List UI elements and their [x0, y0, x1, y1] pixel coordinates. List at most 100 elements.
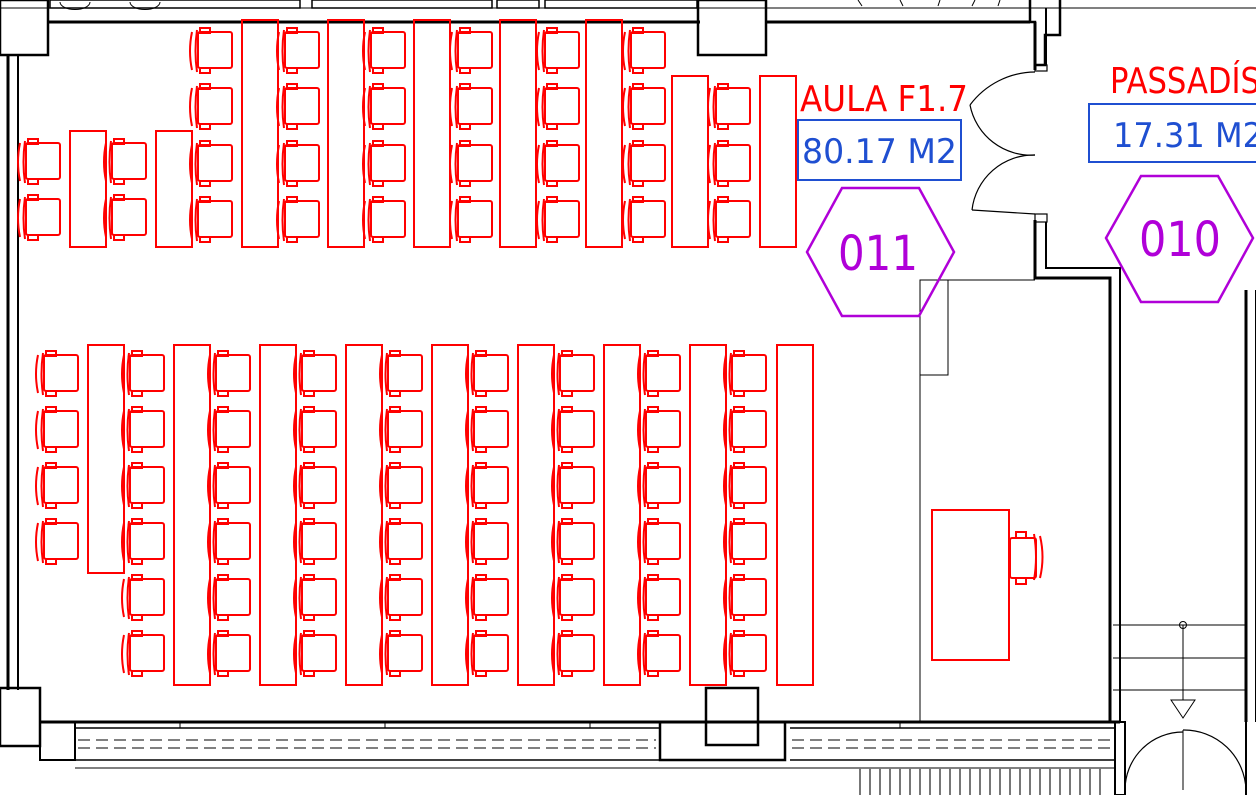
- chair-back-inner: [384, 632, 388, 676]
- chair-arm: [632, 67, 644, 74]
- chair-back: [379, 354, 383, 394]
- chair-back-inner: [298, 408, 302, 452]
- chair-back: [449, 200, 453, 240]
- chair-arm: [733, 502, 745, 509]
- chair-back: [293, 410, 297, 450]
- chair-arm: [561, 462, 573, 469]
- chair-seat: [301, 354, 337, 392]
- chair-back: [723, 522, 727, 562]
- chair-arm: [286, 83, 298, 90]
- chair-arm: [475, 446, 487, 453]
- chair-arm: [286, 236, 298, 243]
- chair-back-inner: [212, 352, 216, 396]
- chair-back-inner: [367, 85, 371, 129]
- chair-arm: [475, 670, 487, 677]
- chair-arm: [717, 236, 729, 243]
- chair-arm: [286, 67, 298, 74]
- chair-seat: [630, 200, 666, 238]
- chair-back-inner: [384, 576, 388, 620]
- chair-arm: [733, 574, 745, 581]
- chair-seat: [544, 87, 580, 125]
- chair-arm: [632, 123, 644, 130]
- chair: [637, 574, 681, 621]
- chair-back-inner: [728, 576, 732, 620]
- chair-arm: [561, 670, 573, 677]
- chair: [622, 83, 666, 130]
- chair-seat: [387, 522, 423, 560]
- chair-back: [35, 410, 39, 450]
- chair-arm: [717, 123, 729, 130]
- chair-arm: [199, 27, 211, 34]
- chair: [207, 350, 251, 397]
- chair-back-inner: [298, 576, 302, 620]
- chair-back: [17, 198, 21, 238]
- chair: [121, 574, 165, 621]
- chair-seat: [215, 354, 251, 392]
- chair-back: [707, 200, 711, 240]
- chair-back-inner: [627, 85, 631, 129]
- chair: [17, 138, 61, 185]
- chair-arm: [372, 196, 384, 203]
- chair-back: [536, 144, 540, 184]
- chair-back-inner: [40, 520, 44, 564]
- chair-seat: [645, 466, 681, 504]
- chair-back: [622, 87, 626, 127]
- chair-back: [723, 578, 727, 618]
- chair-back: [536, 87, 540, 127]
- chair-back-inner: [22, 196, 26, 240]
- chair-back-inner: [642, 408, 646, 452]
- chair-back-inner: [108, 196, 112, 240]
- chair: [465, 406, 509, 453]
- chair-seat: [473, 410, 509, 448]
- chair: [551, 462, 595, 509]
- chair-seat: [129, 466, 165, 504]
- chair-seat: [215, 466, 251, 504]
- chair-back-inner: [642, 464, 646, 508]
- chair-arm: [647, 462, 659, 469]
- teacher-desk: [931, 509, 1010, 661]
- chair-back-inner: [212, 464, 216, 508]
- chair-back: [622, 144, 626, 184]
- chair-back: [536, 200, 540, 240]
- chair-back-inner: [470, 408, 474, 452]
- chair-seat: [301, 466, 337, 504]
- chair-seat: [284, 200, 320, 238]
- chair-back-inner: [470, 352, 474, 396]
- chair-seat: [284, 31, 320, 69]
- chair-back-inner: [298, 464, 302, 508]
- chair-back: [207, 410, 211, 450]
- chair-arm: [45, 350, 57, 357]
- chair: [449, 83, 493, 130]
- chair-back-inner: [556, 632, 560, 676]
- chair-seat: [559, 578, 595, 616]
- chair-arm: [199, 140, 211, 147]
- chair: [707, 83, 751, 130]
- chair-seat: [129, 522, 165, 560]
- chair-arm: [217, 350, 229, 357]
- chair-back: [465, 410, 469, 450]
- chair-arm: [131, 502, 143, 509]
- chair-back: [551, 578, 555, 618]
- chair-arm: [546, 140, 558, 147]
- chair-seat: [284, 87, 320, 125]
- chair: [189, 140, 233, 187]
- chair-arm: [217, 446, 229, 453]
- chair-arm: [647, 502, 659, 509]
- chair-arm: [717, 83, 729, 90]
- chair-arm: [475, 518, 487, 525]
- chair-back-inner: [470, 576, 474, 620]
- chair: [121, 406, 165, 453]
- chair-seat: [473, 466, 509, 504]
- chair-back-inner: [126, 520, 130, 564]
- desk: [517, 344, 555, 686]
- chair-seat: [25, 198, 61, 236]
- chair-arm: [475, 630, 487, 637]
- chair-back: [293, 522, 297, 562]
- chair: [35, 350, 79, 397]
- chair-arm: [546, 196, 558, 203]
- chair: [35, 462, 79, 509]
- chair: [536, 140, 580, 187]
- chair-back-inner: [367, 29, 371, 73]
- chair-arm: [199, 196, 211, 203]
- chair-back-inner: [728, 352, 732, 396]
